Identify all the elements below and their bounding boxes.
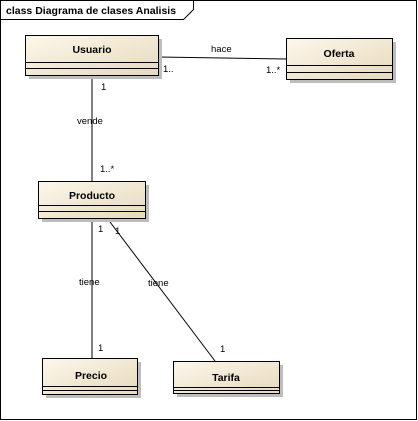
class-box — [173, 361, 280, 394]
multiplicity-vende-target: 1..* — [100, 164, 115, 175]
class-tarifa[interactable]: Tarifa — [173, 361, 284, 398]
class-name: Tarifa — [212, 372, 240, 384]
class-precio[interactable]: Precio — [42, 358, 142, 399]
class-name: Usuario — [72, 44, 111, 56]
multiplicity-vende-source: 1 — [101, 82, 106, 93]
class-name: Producto — [69, 190, 115, 202]
class-box — [42, 358, 138, 395]
association-label-tiene-precio: tiene — [79, 277, 100, 288]
class-name: Oferta — [324, 48, 355, 60]
class-oferta[interactable]: Oferta — [286, 38, 397, 84]
class-name: Precio — [75, 370, 107, 382]
frame-label: class Diagrama de clases Analisis — [6, 5, 176, 17]
associations — [91, 56, 288, 362]
association-hace[interactable] — [157, 56, 288, 60]
association-texts: hace 1.. 1..* vende 1 1..* tiene 1 1 tie… — [77, 44, 281, 355]
association-tiene-tarifa[interactable] — [106, 217, 216, 362]
multiplicity-hace-source: 1.. — [163, 64, 174, 75]
association-label-vende: vende — [77, 116, 103, 127]
multiplicity-tiene-precio-source: 1 — [98, 224, 103, 235]
class-box — [38, 181, 146, 219]
association-label-tiene-tarifa: tiene — [148, 278, 169, 289]
multiplicity-tiene-tarifa-target: 1 — [220, 344, 225, 355]
multiplicity-tiene-tarifa-source: 1 — [115, 226, 120, 237]
multiplicity-tiene-precio-target: 1 — [98, 343, 103, 354]
association-label-hace: hace — [211, 44, 232, 55]
class-usuario[interactable]: Usuario — [25, 35, 163, 80]
multiplicity-hace-target: 1..* — [266, 65, 281, 76]
class-producto[interactable]: Producto — [38, 181, 150, 223]
frame-label-tab — [0, 0, 194, 20]
